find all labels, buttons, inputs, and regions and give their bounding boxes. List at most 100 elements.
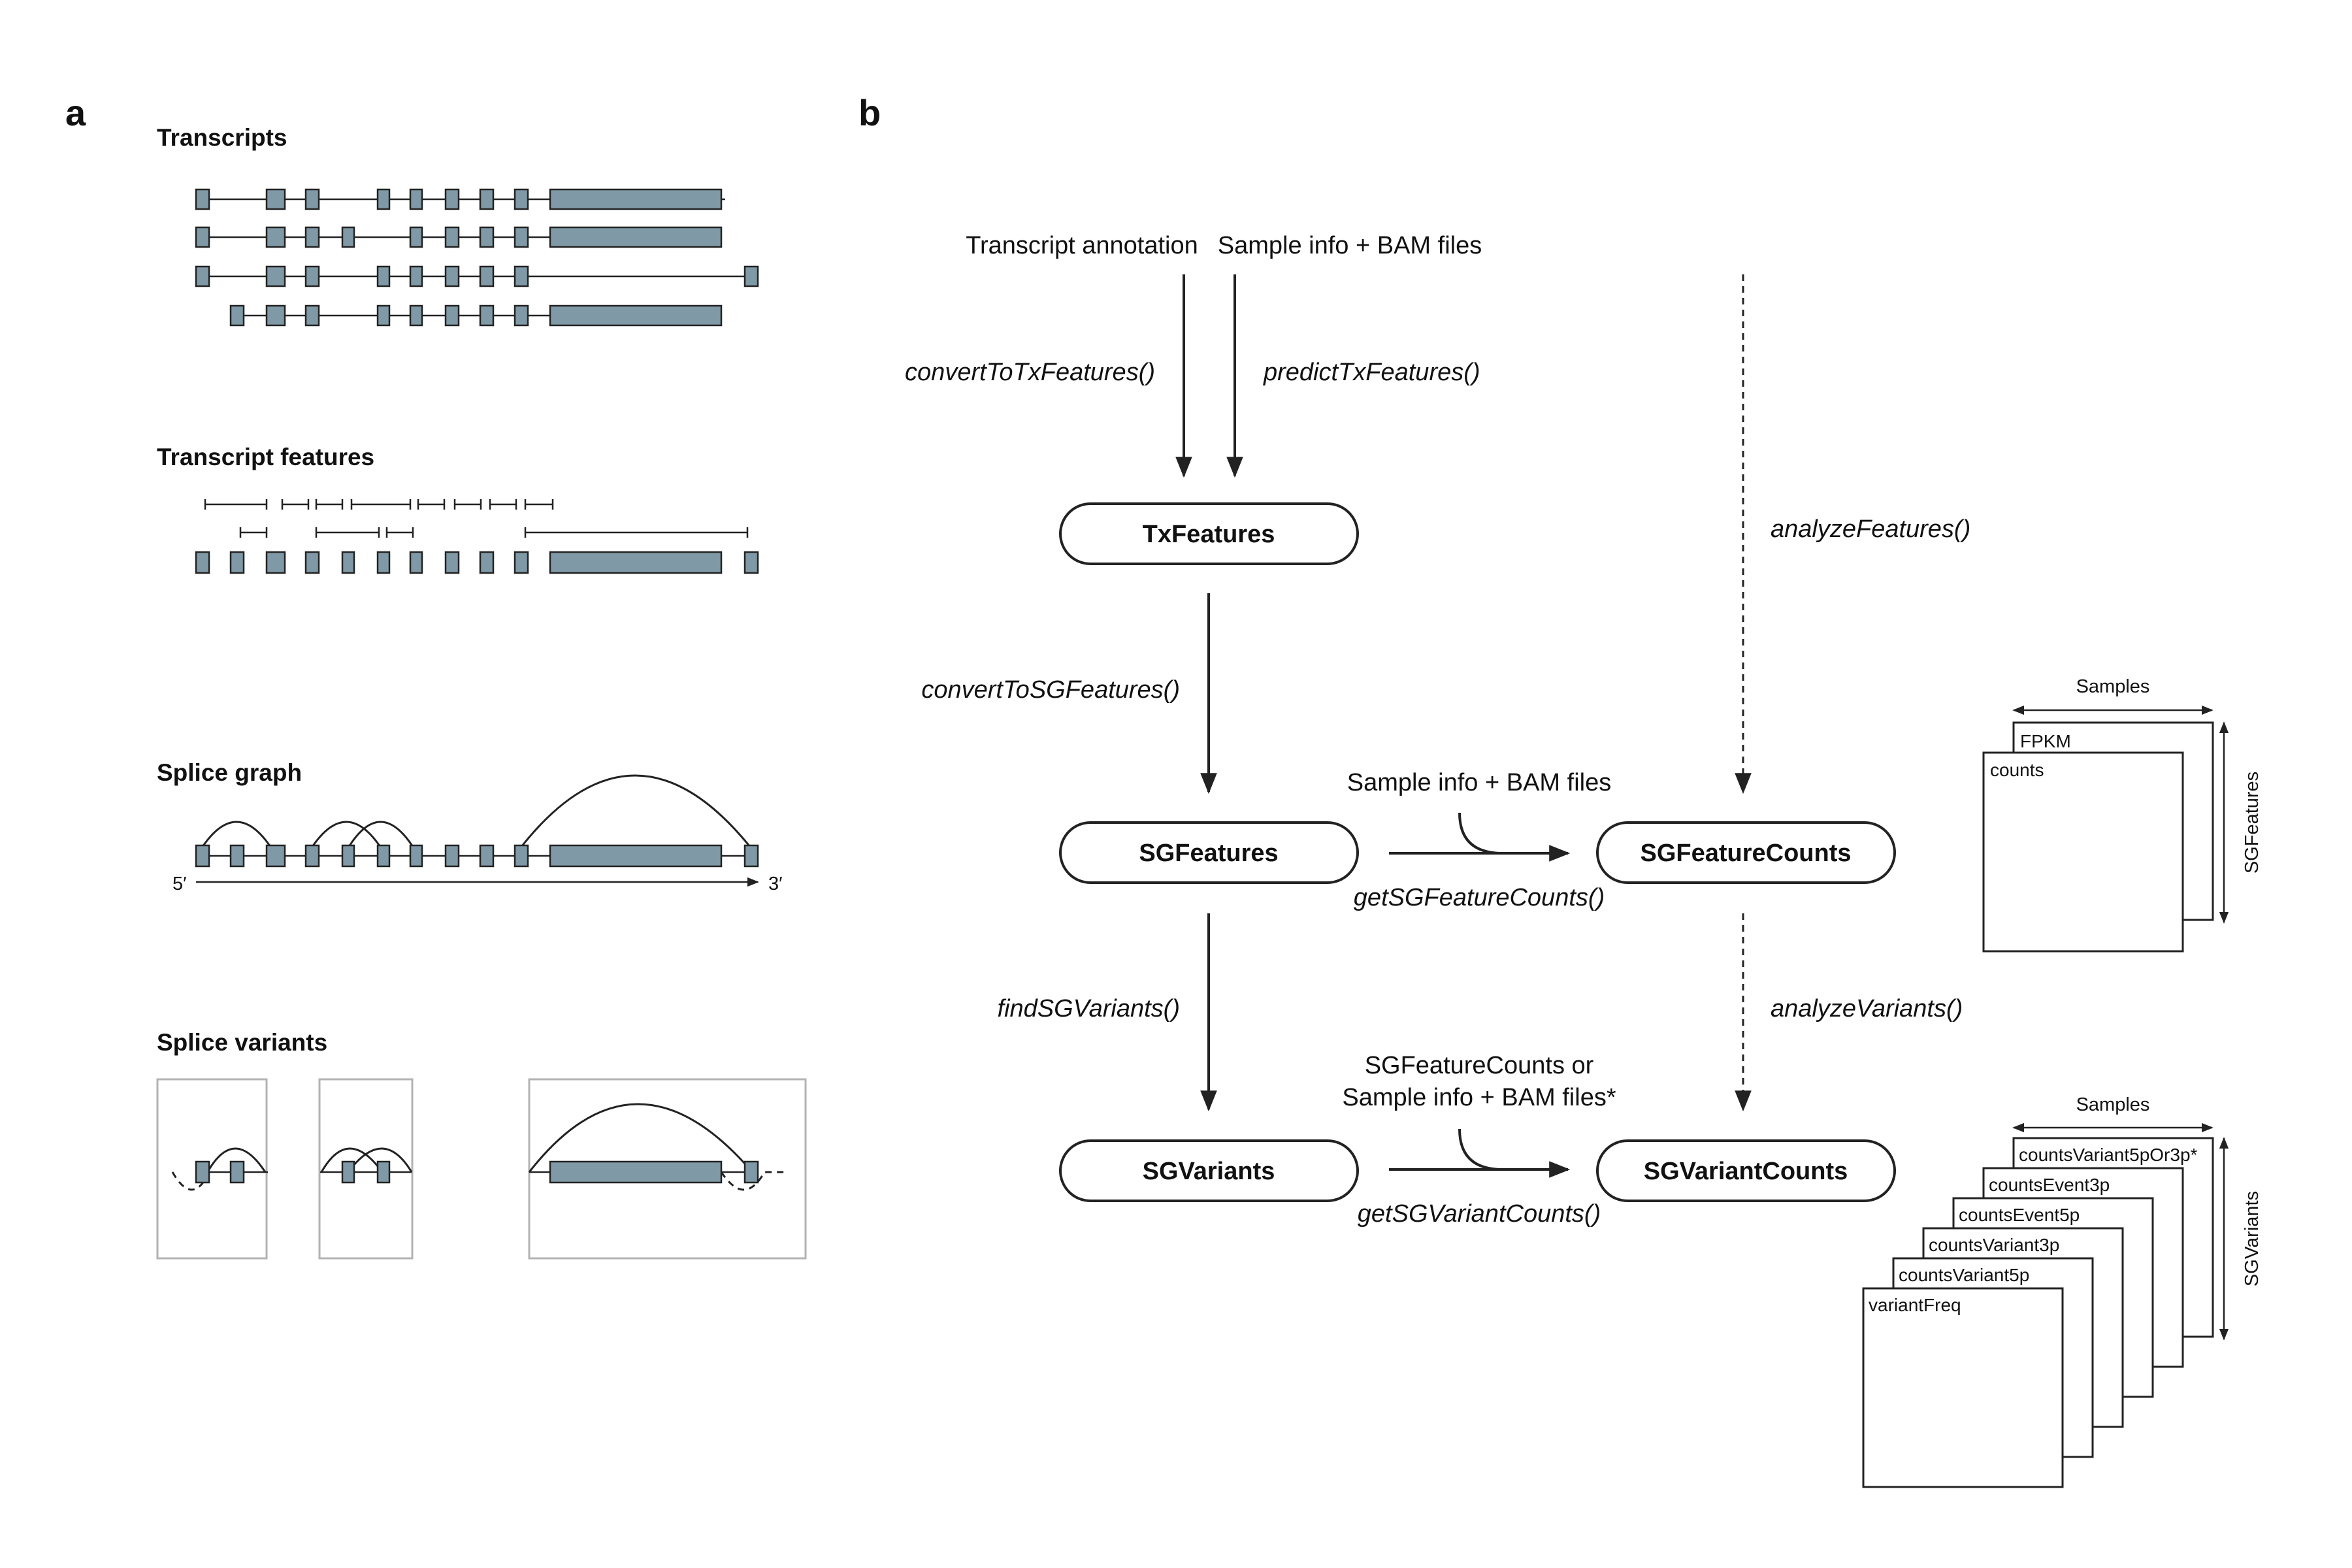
exon	[304, 188, 320, 210]
variant-stack-samples-label: Samples	[2076, 1094, 2150, 1115]
exon	[341, 551, 355, 574]
exon	[409, 226, 423, 248]
fn-get-sgfeaturecounts: getSGFeatureCounts()	[1354, 884, 1605, 911]
exon	[195, 188, 210, 210]
exon	[514, 226, 529, 248]
exon	[444, 188, 460, 210]
exon	[444, 226, 460, 248]
node-sgvariants-label: SGVariants	[1143, 1158, 1275, 1185]
panel-a: a Transcripts	[65, 92, 807, 1260]
exon	[195, 1160, 210, 1184]
exon	[409, 551, 423, 574]
sheet-counts	[1982, 751, 2184, 953]
exon	[376, 844, 391, 868]
exon	[304, 226, 320, 248]
exon	[479, 226, 495, 248]
feature-exons	[195, 551, 759, 574]
sheet-countsvariant5por3p-label: countsVariant5pOr3p*	[2019, 1145, 2198, 1165]
transcripts-track	[195, 188, 759, 327]
exon	[479, 844, 495, 868]
features-title: Transcript features	[157, 444, 374, 470]
exon	[265, 265, 286, 287]
exon	[265, 226, 286, 248]
feature-intervals	[204, 499, 749, 538]
variant-stack-rows-label: SGVariants	[2242, 1191, 2262, 1286]
exon	[743, 1160, 759, 1184]
splice-graph: 5′ 3′	[172, 774, 783, 894]
samples-input-2-label: Sample info + BAM files	[1347, 769, 1611, 796]
node-sgvariants: SGVariants	[1059, 1139, 1359, 1202]
exon	[304, 304, 320, 327]
exon	[229, 304, 245, 327]
exon	[409, 844, 423, 868]
panel-b: b Transcript annotation Sample info + BA…	[858, 92, 2262, 1488]
exon	[743, 551, 759, 574]
exon	[341, 226, 355, 248]
exon	[549, 1160, 723, 1184]
exon	[265, 551, 286, 574]
exon	[514, 551, 529, 574]
variant-input-line1: SGFeatureCounts or	[1365, 1052, 1594, 1079]
exon	[195, 551, 210, 574]
fn-analyze-features: analyzeFeatures()	[1771, 515, 1970, 543]
variants-title: Splice variants	[157, 1029, 327, 1056]
exon	[265, 188, 286, 210]
exon	[444, 551, 460, 574]
exon	[444, 844, 460, 868]
splice-variant-1	[156, 1078, 268, 1260]
exon	[409, 304, 423, 327]
node-sgfeatures: SGFeatures	[1059, 821, 1359, 884]
transcripts-title: Transcripts	[157, 124, 287, 151]
exon	[409, 265, 423, 287]
sheet-variantfreq	[1862, 1287, 2064, 1488]
exon	[514, 188, 529, 210]
input-annotation-label: Transcript annotation	[966, 232, 1198, 259]
exon	[549, 844, 723, 868]
sheet-variantfreq-label: variantFreq	[1869, 1295, 1961, 1315]
node-txfeatures: TxFeatures	[1059, 502, 1359, 565]
exon	[304, 844, 320, 868]
exon	[376, 1160, 391, 1184]
node-sgvariantcounts-label: SGVariantCounts	[1644, 1158, 1848, 1185]
sheet-countsvariant5p-label: countsVariant5p	[1899, 1265, 2029, 1285]
exon	[304, 265, 320, 287]
exon	[549, 226, 723, 248]
exon	[229, 551, 245, 574]
exon	[549, 188, 723, 210]
variant-counts-stack: Samples SGVariants countsVariant5pOr3p* …	[1862, 1094, 2262, 1488]
exon	[341, 1160, 355, 1184]
node-sgfeaturecounts: SGFeatureCounts	[1596, 821, 1896, 884]
panel-a-letter: a	[65, 92, 86, 133]
fn-convert-to-txfeatures: convertToTxFeatures()	[905, 359, 1155, 386]
node-txfeatures-label: TxFeatures	[1143, 521, 1275, 548]
exon	[409, 188, 423, 210]
exon	[265, 844, 286, 868]
exon	[743, 844, 759, 868]
fn-predict-txfeatures: predictTxFeatures()	[1263, 359, 1480, 386]
exon	[376, 304, 391, 327]
exon	[376, 551, 391, 574]
exon	[304, 551, 320, 574]
exon	[479, 188, 495, 210]
fn-get-sgvariantcounts: getSGVariantCounts()	[1358, 1200, 1601, 1228]
splice-variant-2	[318, 1078, 414, 1260]
splice-variant-3	[528, 1078, 807, 1260]
exon	[479, 265, 495, 287]
exon	[265, 304, 286, 327]
sheet-fpkm-label: FPKM	[2020, 731, 2071, 751]
sheet-countsevent3p-label: countsEvent3p	[1989, 1175, 2110, 1195]
feature-stack-samples-label: Samples	[2076, 676, 2150, 697]
node-sgvariantcounts: SGVariantCounts	[1596, 1139, 1896, 1202]
exon	[195, 265, 210, 287]
fn-find-sgvariants: findSGVariants()	[998, 995, 1180, 1022]
five-prime-label: 5′	[172, 874, 187, 894]
exon	[479, 551, 495, 574]
exon	[376, 188, 391, 210]
join-curve-1	[1458, 812, 1503, 855]
three-prime-label: 3′	[768, 874, 783, 894]
exon	[479, 304, 495, 327]
sheet-countsevent5p-label: countsEvent5p	[1959, 1205, 2080, 1225]
splice-graph-title: Splice graph	[157, 759, 302, 786]
exon	[549, 304, 723, 327]
